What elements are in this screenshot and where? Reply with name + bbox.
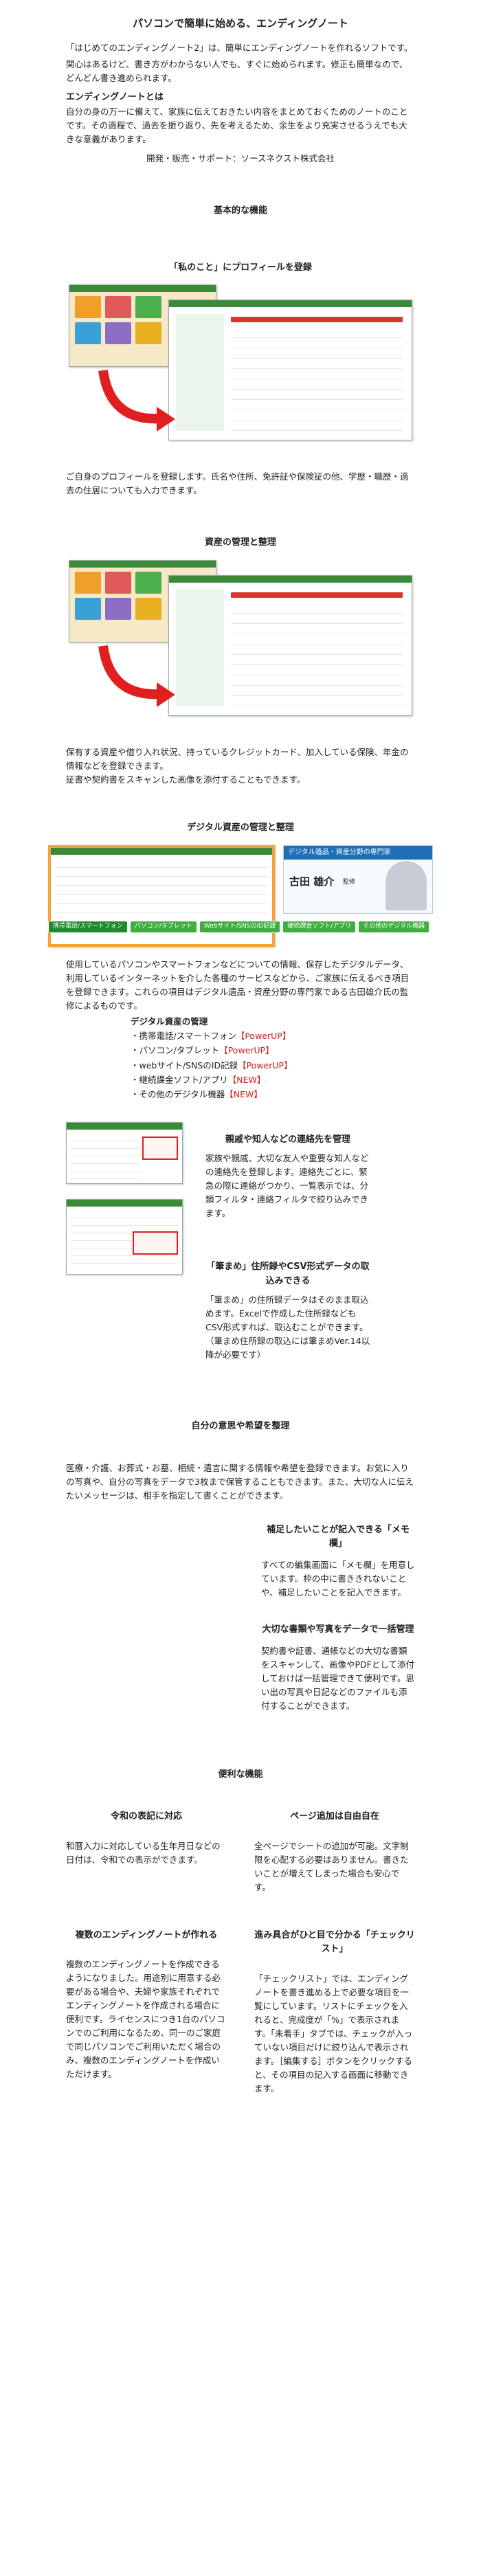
expert-role: 監修 (343, 878, 356, 886)
convenient-row-1: 令和の表記に対応 和暦入力に対応している生年月日などの日付は、令和での表示ができ… (0, 1810, 481, 1894)
developer-credit: 開発・販売・サポート：ソースネクスト株式会社 (146, 153, 335, 164)
intro: 「はじめてのエンディングノート2」は、簡単にエンディングノートを作れるソフトです… (0, 32, 481, 166)
wishes-title: 自分の意思や希望を整理 (191, 1420, 290, 1431)
intro-heading: エンディングノートとは (66, 92, 164, 102)
multi-text: 複数のエンディングノートを作成できるようになりました。用途別に用意する必要がある… (66, 1959, 225, 2080)
contacts-screenshots (66, 1117, 186, 1323)
profile-screenshot (69, 284, 412, 456)
assets-title: 資産の管理と整理 (204, 537, 276, 548)
section-title-basic: 基本的な機能 (213, 205, 267, 216)
docs-text: 契約書や証書、通帳などの大切な書類をスキャンして、画像やPDFとして添付しておけ… (261, 1646, 415, 1712)
expert-card: デジタル遺品・資産分野の専門家 古田 雄介 監修 (283, 844, 433, 914)
checklist-title: 進み具合がひと目で分かる「チェックリスト」 (254, 1929, 415, 1955)
pages-text: 全ページでシートの追加が可能。文字制限を心配する必要はありません。書きたいことが… (254, 1840, 409, 1892)
expert-name: 古田 雄介 (289, 875, 335, 888)
profile-text: ご自身のプロフィールを登録します。氏名や住所、免許証や保険証の他、学歴・職歴・過… (66, 471, 409, 496)
digital-list-title: デジタル資産の管理 (131, 1016, 208, 1027)
category-button-web: Webサイト/SNSのID記録 (199, 920, 281, 933)
memo-block: 補足したいことが記入できる「メモ欄」 すべての編集画面に「メモ欄」を用意していま… (0, 1523, 481, 1713)
profile-title: 「私のこと」にプロフィールを登録 (169, 262, 312, 273)
category-button-pc: パソコン/タブレット (129, 920, 197, 933)
contacts-block: 親戚や知人などの連絡先を管理 家族や親戚、大切な友人や重要な知人などの連絡先を登… (0, 1117, 481, 1361)
red-arrow-icon (98, 370, 175, 432)
contacts-title: 親戚や知人などの連絡先を管理 (225, 1134, 350, 1145)
memo-title: 補足したいことが記入できる「メモ欄」 (267, 1524, 410, 1549)
edit-window (168, 575, 412, 717)
intro-paragraph-3: 自分の身の万一に備えて、家族に伝えておきたい内容をまとめておくためのノートのこと… (66, 106, 408, 144)
category-button-mobile: 携帯電話/スマートフォン (48, 920, 128, 933)
digital-screenshot: デジタル遺品・資産分野の専門家 古田 雄介 監修 携帯電話/スマートフォン パソ… (48, 844, 433, 948)
checklist-text: 「チェックリスト」では、エンディングノートを書き進める上で必要な項目を一覧にして… (254, 1973, 413, 2094)
intro-paragraph-1: 「はじめてのエンディングノート2」は、簡単にエンディングノートを作れるソフトです… (66, 43, 413, 53)
convenient-row-2: 複数のエンディングノートが作れる 複数のエンディングノートを作成できるようになり… (0, 1929, 481, 2096)
list-item: ・携帯電話/スマートフォン【PowerUP】 (131, 1031, 291, 1042)
page-title: パソコンで簡単に始める、エンディングノート (133, 17, 348, 30)
list-item: ・継続課金ソフト/アプリ【NEW】 (131, 1074, 266, 1085)
digital-list: デジタル資産の管理 ・携帯電話/スマートフォン【PowerUP】 ・パソコン/タ… (0, 1014, 481, 1102)
reiwa-text: 和暦入力に対応している生年月日などの日付は、令和での表示ができます。 (66, 1840, 221, 1865)
list-item: ・webサイト/SNSのID記録【PowerUP】 (131, 1060, 293, 1071)
memo-text: すべての編集画面に「メモ欄」を用意しています。枠の中に書ききれないことや、補足し… (261, 1560, 415, 1598)
hikkei-note: （筆まめ住所録の取込には筆まめVer.14以降が必要です） (205, 1335, 370, 1360)
section-title-convenient: 便利な機能 (218, 1769, 263, 1780)
assets-text-2: 証書や契約書をスキャンした画像を添付することもできます。 (66, 774, 306, 785)
wishes-text: 医療・介護、お葬式・お墓、相続・遺言に関する情報や希望を登録できます。お気に入り… (66, 1462, 414, 1501)
intro-paragraph-2: 関心はあるけど、書き方がわからない人でも、すぐに始められます。修正も簡単なので、… (66, 59, 408, 83)
assets-screenshot (69, 560, 412, 732)
reiwa-title: 令和の表記に対応 (110, 1811, 182, 1822)
category-button-other: その他のデジタル機器 (358, 920, 430, 933)
expert-photo (385, 860, 427, 910)
docs-title: 大切な書類や写真をデータで一括管理 (262, 1624, 414, 1635)
red-arrow-icon (98, 645, 175, 708)
category-button-subscription: 継続課金ソフト/アプリ (282, 920, 357, 933)
digital-title: デジタル資産の管理と整理 (187, 822, 294, 833)
pages-title: ページ追加は自由自在 (290, 1811, 379, 1822)
expert-caption: デジタル遺品・資産分野の専門家 (284, 845, 432, 860)
contacts-text: 家族や親戚、大切な友人や重要な知人などの連絡先を登録します。連絡先ごとに、緊急の… (205, 1153, 369, 1219)
edit-window (168, 300, 412, 441)
assets-text-1: 保有する資産や借り入れ状況、持っているクレジットカード、加入している保険、年金の… (66, 747, 409, 772)
digital-category-buttons: 携帯電話/スマートフォン パソコン/タブレット Webサイト/SNSのID記録 … (48, 920, 430, 933)
hikkei-text: 「筆まめ」の住所録データはそのまま取込めます。Excelで作成した住所録などもC… (205, 1294, 369, 1332)
list-item: ・パソコン/タブレット【PowerUP】 (131, 1045, 274, 1056)
digital-text: 使用しているパソコンやスマートフォンなどについての情報、保存したデジタルデータ、… (66, 959, 410, 1011)
product-page: パソコンで簡単に始める、エンディングノート 「はじめてのエンディングノート2」は… (0, 17, 481, 2096)
hikkei-title: 「筆まめ」住所録やCSV形式データの取込みできる (206, 1262, 370, 1287)
list-item: ・その他のデジタル機器【NEW】 (131, 1089, 262, 1100)
multi-title: 複数のエンディングノートが作れる (75, 1929, 218, 1940)
